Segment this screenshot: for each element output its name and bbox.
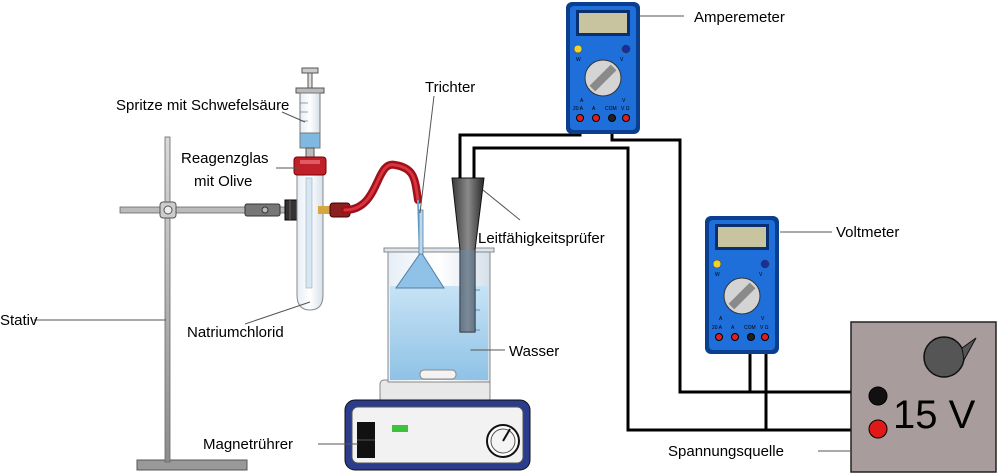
leader-lines (34, 15, 851, 452)
svg-text:V Ω: V Ω (760, 325, 769, 331)
svg-text:V: V (759, 272, 763, 278)
svg-text:V Ω: V Ω (621, 106, 630, 112)
amperemeter-terminal-labels: 20 A A COM V Ω (573, 106, 630, 112)
label-spritze: Spritze mit Schwefelsäure (116, 97, 289, 114)
label-natriumchlorid: Natriumchlorid (187, 324, 284, 341)
amperemeter-terminal-com[interactable] (608, 114, 616, 122)
label-wasser: Wasser (509, 343, 559, 360)
amperemeter-terminal-20a[interactable] (576, 114, 584, 122)
power-supply-terminal-black[interactable] (868, 386, 888, 406)
magnetic-stirrer (344, 379, 531, 471)
beaker (383, 247, 495, 383)
svg-text:COM: COM (744, 325, 756, 331)
svg-text:20 A: 20 A (712, 325, 723, 331)
label-spannungsquelle: Spannungsquelle (668, 443, 784, 460)
svg-text:V: V (620, 57, 624, 63)
power-supply-knob[interactable] (923, 336, 965, 378)
svg-text:A: A (580, 98, 584, 104)
label-magnetruehrer: Magnetrührer (203, 436, 293, 453)
svg-text:V: V (622, 98, 626, 104)
svg-text:20 A: 20 A (573, 106, 584, 112)
label-mit-olive: mit Olive (194, 173, 252, 190)
label-leitfaehigkeitspruefer: Leitfähigkeitsprüfer (478, 230, 605, 247)
test-tube (293, 156, 327, 311)
wires (458, 118, 876, 432)
syringe (295, 67, 325, 159)
label-stativ: Stativ (0, 312, 38, 329)
label-amperemeter: Amperemeter (694, 9, 785, 26)
power-supply-terminal-red[interactable] (868, 419, 888, 439)
conductivity-probe (451, 177, 485, 333)
label-reagenzglas: Reagenzglas (181, 150, 269, 167)
power-supply: 15 V (850, 321, 997, 473)
hose (318, 160, 422, 257)
amperemeter-device: W V A V 20 A A COM V Ω (566, 2, 640, 134)
label-trichter: Trichter (425, 79, 475, 96)
amperemeter-terminal-v[interactable] (622, 114, 630, 122)
funnel (395, 209, 445, 289)
svg-text:A: A (731, 325, 735, 331)
voltmeter-terminal-20a[interactable] (715, 333, 723, 341)
svg-text:COM: COM (605, 106, 617, 112)
svg-text:V: V (761, 316, 765, 322)
voltmeter-terminal-v[interactable] (761, 333, 769, 341)
svg-text:W: W (576, 57, 581, 63)
voltmeter-terminal-labels: 20 A A COM V Ω (712, 325, 769, 331)
svg-text:A: A (592, 106, 596, 112)
label-voltmeter: Voltmeter (836, 224, 899, 241)
svg-text:W: W (715, 272, 720, 278)
voltmeter-terminal-com[interactable] (747, 333, 755, 341)
svg-text:A: A (719, 316, 723, 322)
amperemeter-terminal-a[interactable] (592, 114, 600, 122)
voltmeter-terminal-a[interactable] (731, 333, 739, 341)
voltmeter-device: W V A V 20 A A COM V Ω (705, 216, 779, 354)
power-supply-voltage: 15 V (893, 393, 976, 437)
